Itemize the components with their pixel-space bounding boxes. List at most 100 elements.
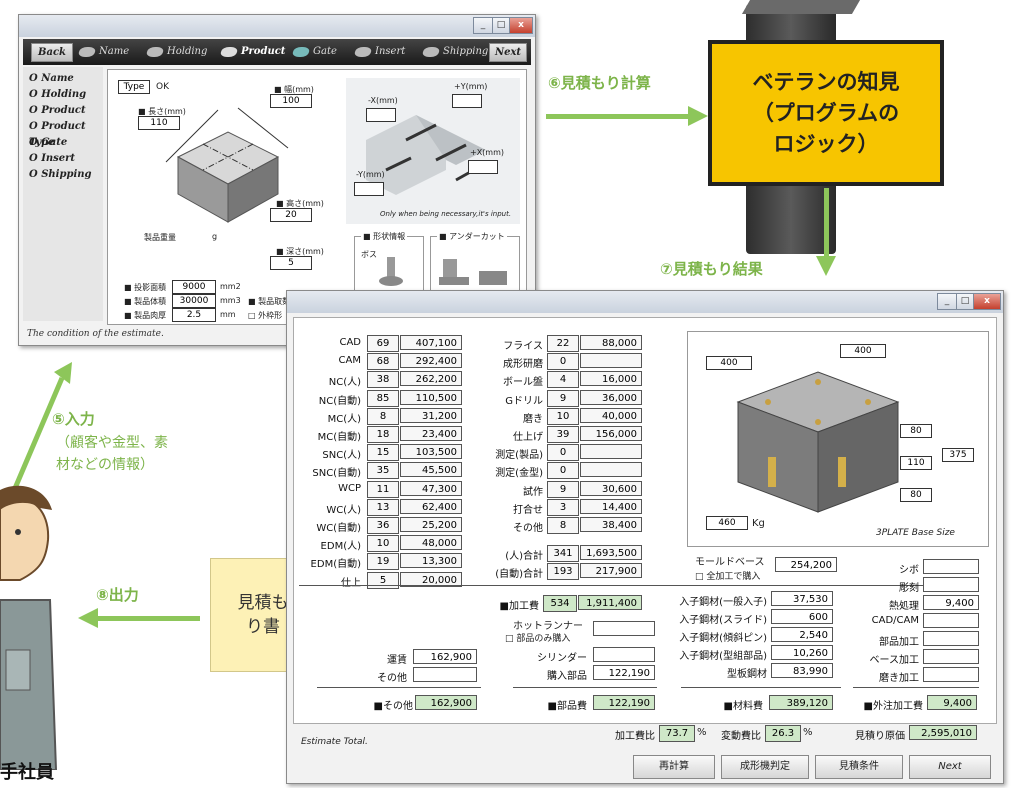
- dim-left[interactable]: 400: [706, 356, 752, 370]
- total-human-count: 341: [547, 545, 579, 562]
- outside-value[interactable]: [923, 631, 979, 646]
- material-value[interactable]: 37,530: [771, 591, 833, 606]
- mid-row-count: 10: [547, 407, 579, 425]
- back-button[interactable]: Back: [31, 43, 73, 62]
- sidebar-item-holding[interactable]: O Holding: [29, 89, 87, 100]
- dim-h80b[interactable]: 80: [900, 488, 932, 502]
- material-value[interactable]: 600: [771, 609, 833, 624]
- mold-base-drawing: [736, 371, 900, 513]
- tab-name[interactable]: Name: [77, 44, 129, 60]
- axis-diagram: +Y(mm) -X(mm) +X(mm) -Y(mm) Only when be…: [346, 78, 520, 224]
- result-maximize-button[interactable]: □: [956, 293, 974, 310]
- left-row-label: MC(自動): [317, 432, 361, 443]
- left-row-value: 31,200: [400, 407, 462, 423]
- machine-judge-button[interactable]: 成形機判定: [721, 755, 809, 779]
- mid-row-value: 40,000: [580, 407, 642, 423]
- thickness-label: ■ 製品肉厚: [124, 311, 167, 320]
- axis-drawing: [366, 115, 486, 195]
- length-field[interactable]: 110: [138, 116, 180, 130]
- material-value[interactable]: 10,260: [771, 645, 833, 660]
- mold-base-picture: 400 400 80 110 375 80 460 Kg 3PLATE Base…: [687, 331, 989, 547]
- axis-plus-y-field[interactable]: [452, 94, 482, 108]
- doc-line-2: り書: [246, 617, 280, 637]
- height-field[interactable]: 20: [270, 208, 312, 222]
- sidebar-item-name[interactable]: O Name: [29, 73, 74, 84]
- sidebar-item-product[interactable]: O Product: [29, 105, 86, 116]
- tab-product-label: Product: [241, 46, 286, 57]
- result-next-button[interactable]: Next: [909, 755, 991, 779]
- outside-value[interactable]: [923, 613, 979, 628]
- cavity-label: ■ 製品取数: [248, 297, 291, 306]
- estimate-conditions-button[interactable]: 見積条件: [815, 755, 903, 779]
- outside-value[interactable]: 9,400: [923, 595, 979, 610]
- outside-label: シボ: [899, 565, 919, 576]
- dim-h375[interactable]: 375: [942, 448, 974, 462]
- unchin-value[interactable]: 162,900: [413, 649, 477, 664]
- tab-holding[interactable]: Holding: [145, 44, 208, 60]
- axis-minus-x-field[interactable]: [366, 108, 396, 122]
- step6-label: ⑥見積もり計算: [548, 74, 651, 92]
- sonota-value[interactable]: [413, 667, 477, 682]
- dim-h110[interactable]: 110: [900, 456, 932, 470]
- left-row-value: 48,000: [400, 535, 462, 551]
- dim-h80a[interactable]: 80: [900, 424, 932, 438]
- dim-top[interactable]: 400: [840, 344, 886, 358]
- outside-value[interactable]: [923, 667, 979, 682]
- thickness-field[interactable]: 2.5: [172, 308, 216, 322]
- axis-minus-y-field[interactable]: [354, 182, 384, 196]
- axis-plus-x-field[interactable]: [468, 160, 498, 174]
- tab-holding-label: Holding: [167, 46, 208, 57]
- volume-field[interactable]: 30000: [172, 294, 216, 308]
- maximize-button[interactable]: □: [492, 17, 510, 34]
- tab-product[interactable]: Product: [219, 44, 286, 60]
- recalc-button[interactable]: 再計算: [633, 755, 715, 779]
- proj-area-field[interactable]: 9000: [172, 280, 216, 294]
- base-size-caption: 3PLATE Base Size: [876, 528, 955, 538]
- axis-plus-x-label: +X(mm): [470, 148, 505, 157]
- sonota-total-value: 162,900: [415, 695, 477, 710]
- result-minimize-button[interactable]: _: [937, 293, 957, 310]
- next-button[interactable]: Next: [489, 43, 527, 62]
- doc-line-1: 見積も: [237, 593, 289, 613]
- material-value[interactable]: 83,990: [771, 663, 833, 678]
- width-field[interactable]: 100: [270, 94, 312, 108]
- step7-label: ⑦見積もり結果: [660, 260, 763, 278]
- sidebar-item-product-type[interactable]: O Product Type: [29, 121, 86, 148]
- genka-label: 見積り原価: [855, 731, 905, 742]
- close-button[interactable]: x: [509, 17, 533, 34]
- width-label: ■ 幅(mm): [274, 85, 314, 94]
- left-row-value: 13,300: [400, 553, 462, 569]
- left-row-count: 8: [367, 407, 399, 425]
- outside-value[interactable]: [923, 649, 979, 664]
- material-label: 入子鋼材(スライド): [679, 615, 767, 626]
- depth-field[interactable]: 5: [270, 256, 312, 270]
- outside-value[interactable]: [923, 559, 979, 574]
- tab-insert[interactable]: Insert: [353, 44, 405, 60]
- weight-field[interactable]: 460: [706, 516, 748, 530]
- buhin-only-checkbox[interactable]: □ 部品のみ購入: [505, 634, 571, 644]
- kakou-value: 1,911,400: [578, 595, 642, 610]
- sidebar-item-gate[interactable]: O Gate: [29, 137, 68, 148]
- genka-value: 2,595,010: [909, 725, 977, 740]
- left-row-label: SNC(人): [322, 450, 361, 462]
- divider-5: [853, 687, 979, 688]
- mold-base-value[interactable]: 254,200: [775, 557, 837, 572]
- extra-checkbox[interactable]: □ 外枠形: [248, 311, 283, 320]
- type-button[interactable]: Type: [118, 80, 150, 94]
- product-icon: [219, 46, 239, 57]
- tab-gate[interactable]: Gate: [291, 44, 337, 60]
- outside-value[interactable]: [923, 577, 979, 592]
- result-close-button[interactable]: x: [973, 293, 1001, 310]
- sidebar-item-shipping[interactable]: O Shipping: [29, 169, 92, 180]
- minimize-button[interactable]: _: [473, 17, 493, 34]
- tab-shipping[interactable]: Shipping: [421, 44, 488, 60]
- logic-line-3: ロジック）: [773, 131, 879, 156]
- result-status: Estimate Total.: [301, 737, 368, 747]
- material-value[interactable]: 2,540: [771, 627, 833, 642]
- hotrunner-field[interactable]: [593, 621, 655, 636]
- cylinder-field[interactable]: [593, 647, 655, 662]
- zen-kakou-checkbox[interactable]: □ 全加工で購入: [695, 572, 761, 582]
- product-block-drawing: [165, 107, 289, 223]
- sidebar-item-insert[interactable]: O Insert: [29, 153, 76, 164]
- left-row-value: 25,200: [400, 517, 462, 532]
